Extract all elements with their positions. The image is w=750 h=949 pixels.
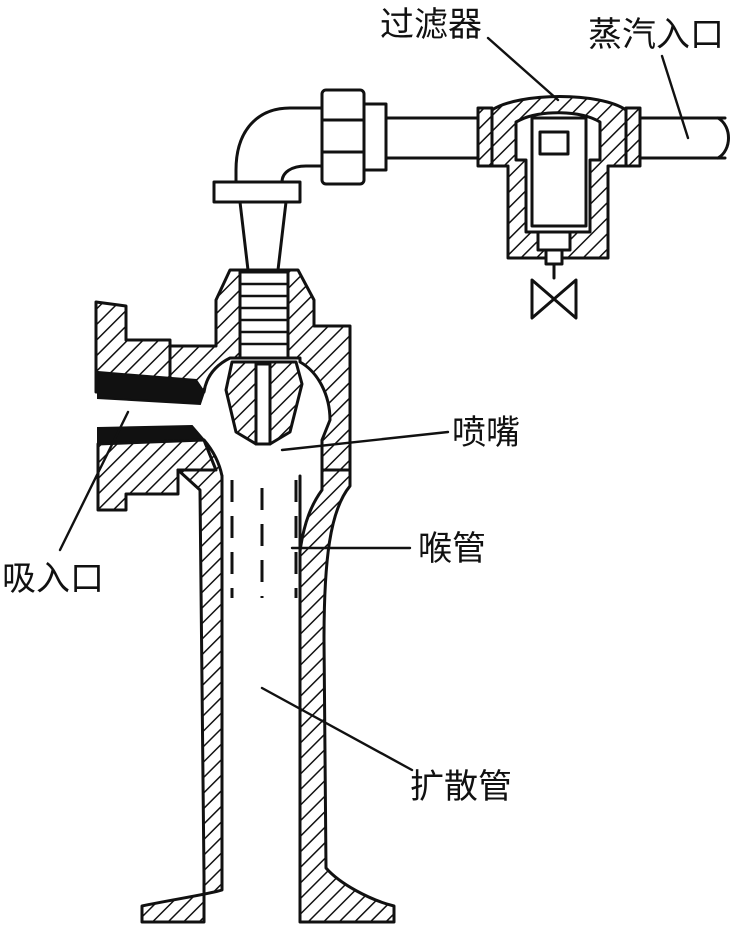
label-filter: 过滤器 — [380, 5, 482, 45]
label-steam-inlet: 蒸汽入口 — [588, 15, 724, 55]
connecting-pipe — [384, 116, 480, 160]
leader-lines — [58, 36, 690, 772]
label-nozzle: 喷嘴 — [452, 413, 520, 453]
nozzle-stem — [238, 200, 288, 272]
throat-tube — [230, 480, 298, 598]
label-throat: 喉管 — [418, 529, 486, 569]
elbow-pipe — [212, 106, 324, 204]
label-diffuser: 扩散管 — [410, 767, 512, 807]
nozzle-tip — [224, 360, 304, 446]
label-suction-inlet: 吸入口 — [2, 559, 104, 599]
ejector-casing — [94, 268, 396, 924]
filter-body — [476, 95, 642, 320]
union-nut — [320, 88, 388, 186]
